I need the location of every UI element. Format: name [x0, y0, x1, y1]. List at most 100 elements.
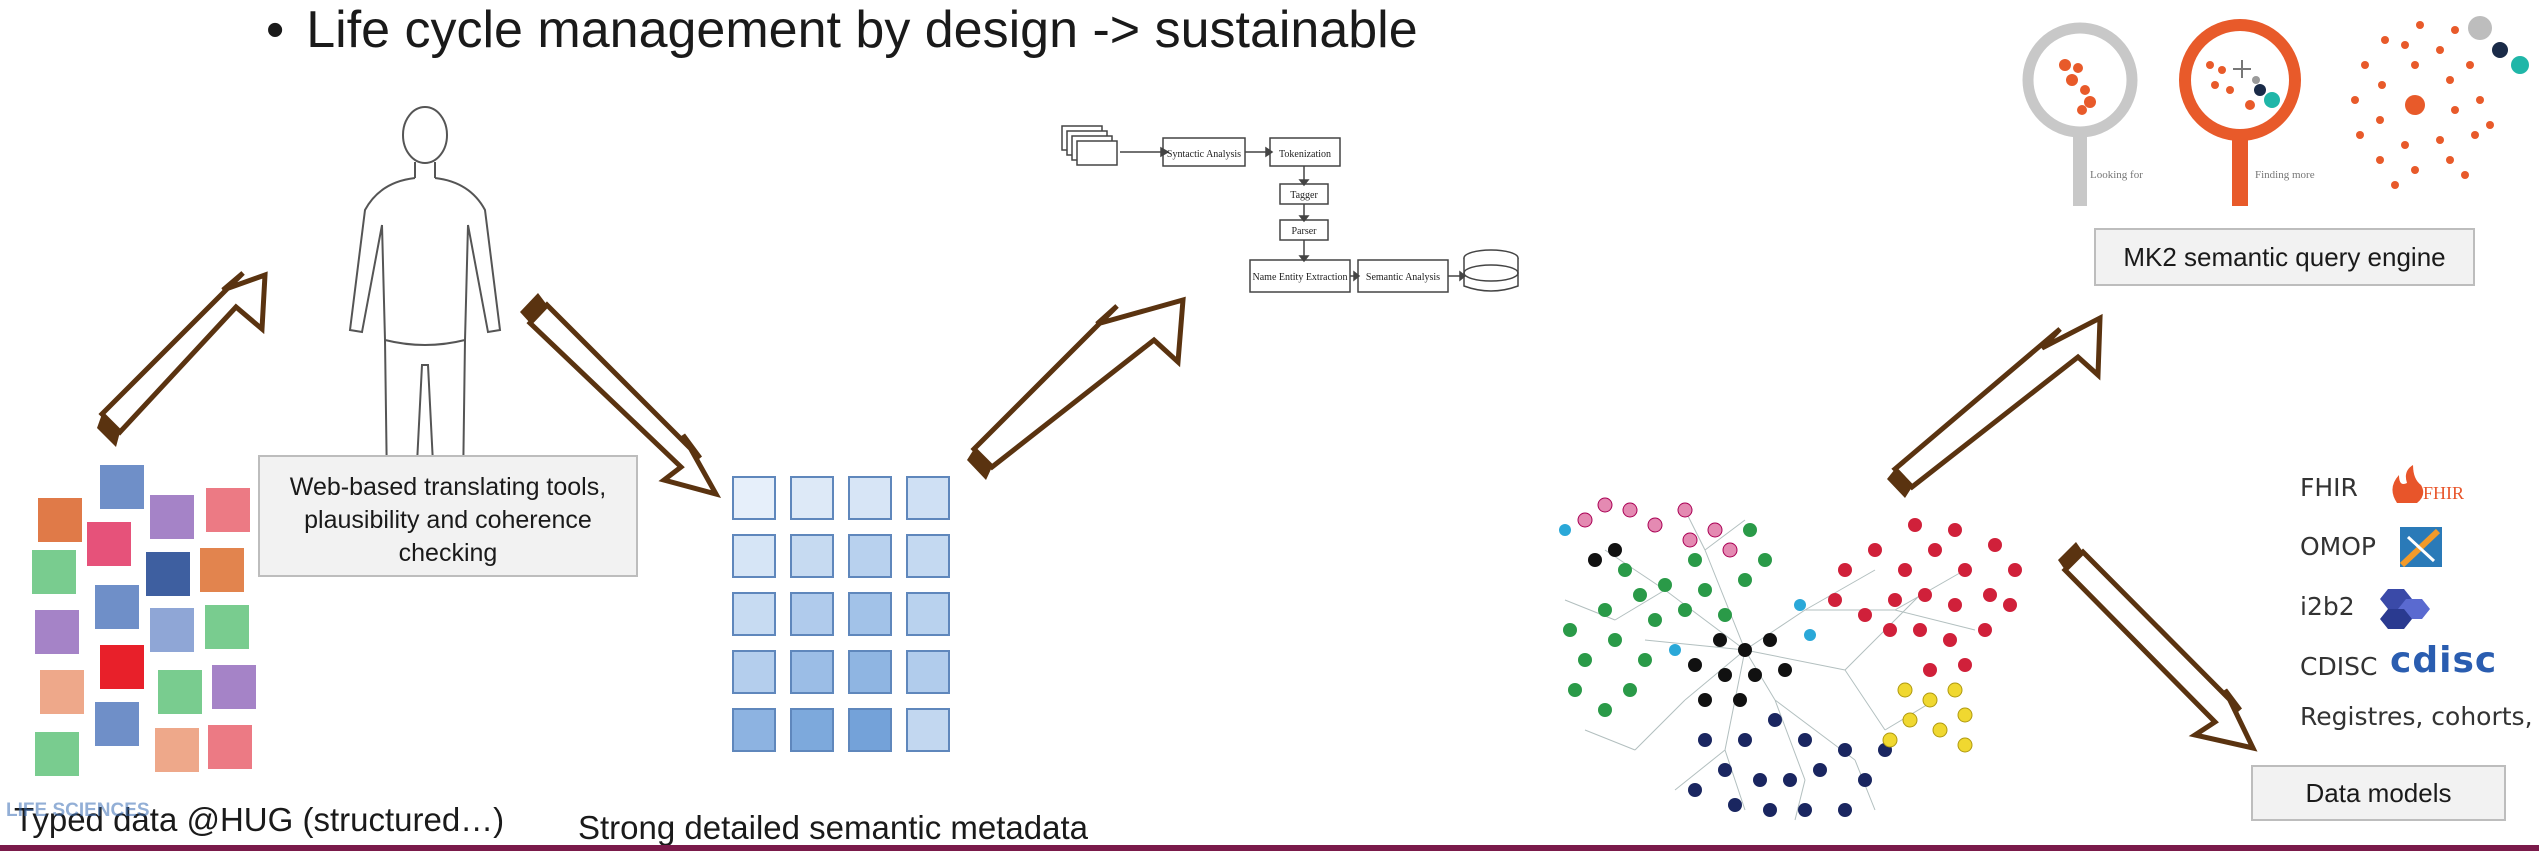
title-text: Life cycle management by design -> susta… — [306, 1, 1418, 59]
standard-registres-label: Registres, cohorts, … — [2300, 702, 2539, 731]
tile — [146, 552, 190, 596]
pipeline-label-tokenization: Tokenization — [1279, 149, 1331, 160]
cluster-pink — [1577, 497, 1738, 558]
cdisc-logo-icon: cdisc — [2390, 640, 2498, 681]
tile — [100, 465, 144, 509]
pipeline-node — [1249, 259, 1351, 293]
grid-cell — [906, 534, 950, 578]
grid-cell — [906, 650, 950, 694]
search-label-left: Looking for — [2090, 169, 2143, 181]
standard-cdisc-label: CDISC — [2300, 652, 2378, 681]
grid-cell — [848, 476, 892, 520]
grid-cell — [732, 708, 776, 752]
grid-cell — [732, 650, 776, 694]
tile — [95, 585, 139, 629]
caption-typed-data: Typed data @HUG (structured…) — [14, 801, 505, 838]
tile — [35, 732, 79, 776]
search-graphic: Looking for Finding more — [2022, 16, 2529, 206]
grid-cell — [732, 476, 776, 520]
tile — [100, 645, 144, 689]
standard-fhir: FHIR — [2300, 473, 2358, 502]
tile — [206, 488, 250, 532]
pipeline-label-parser: Parser — [1292, 226, 1318, 237]
grid-cell — [906, 476, 950, 520]
arrow-down-right-2 — [2061, 548, 2258, 752]
grid-cell — [790, 476, 834, 520]
tile — [200, 548, 244, 592]
tile — [208, 725, 252, 769]
grid-cell — [790, 592, 834, 636]
omop-logo-icon — [2399, 527, 2442, 568]
data-models-label: Data models — [2251, 765, 2506, 821]
pipeline-label-ner: Name Entity Extraction — [1253, 272, 1348, 283]
slide-title: • Life cycle management by design -> sust… — [266, 0, 1418, 60]
pipeline-node — [1162, 137, 1246, 167]
cluster-yellow — [1882, 682, 1973, 753]
tile — [150, 608, 194, 652]
cluster-navy — [1688, 713, 1892, 817]
translating-tools-callout: Web-based translating tools, plausibilit… — [258, 455, 638, 577]
tile — [87, 522, 131, 566]
tile — [95, 702, 139, 746]
standard-i2b2: i2b2 — [2300, 592, 2355, 621]
arrow-up-right-3 — [1891, 313, 2103, 491]
fhir-logo-icon: FHIR — [2392, 465, 2464, 503]
tile — [35, 610, 79, 654]
grid-cell — [848, 592, 892, 636]
standard-i2b2-label: i2b2 — [2300, 592, 2355, 621]
tile — [158, 670, 202, 714]
grid-cell — [732, 592, 776, 636]
arrow-tail-3 — [967, 449, 992, 480]
tile — [150, 495, 194, 539]
mk2-label: MK2 semantic query engine — [2094, 228, 2475, 286]
typed-data-tiles — [32, 465, 256, 776]
pipeline-label-tagger: Tagger — [1290, 190, 1318, 201]
grid-cell — [848, 650, 892, 694]
grid-cell — [790, 650, 834, 694]
cluster-cyan — [1559, 524, 1816, 656]
pipeline-node — [1357, 259, 1449, 293]
caption-semantic-metadata: Strong detailed semantic metadata — [578, 809, 1088, 846]
pipeline-label-semantic: Semantic Analysis — [1366, 272, 1440, 283]
tile — [205, 605, 249, 649]
nlp-pipeline-diagram: Syntactic Analysis Tokenization Tagger P… — [1061, 125, 1519, 293]
arrow-up-right-1 — [98, 271, 268, 436]
tile — [40, 670, 84, 714]
arrow-tail-2 — [520, 293, 547, 323]
footer-bar — [0, 845, 2539, 851]
tile — [212, 665, 256, 709]
arrow-down-right-1 — [526, 301, 722, 498]
tile — [38, 498, 82, 542]
grid-cell — [848, 708, 892, 752]
standard-omop: OMOP — [2300, 532, 2376, 561]
standard-fhir-label: FHIR — [2300, 473, 2358, 502]
standard-omop-label: OMOP — [2300, 532, 2377, 561]
grid-cell — [790, 534, 834, 578]
i2b2-logo-icon — [2380, 589, 2430, 629]
cluster-black — [1588, 543, 1792, 707]
dot-teal — [2511, 56, 2529, 74]
grid-cell — [732, 534, 776, 578]
standard-registres: Registres, cohorts, … — [2300, 702, 2539, 731]
dot-cluster — [2351, 21, 2494, 189]
title-bullet: • — [266, 1, 285, 59]
knowledge-network-graph — [1559, 497, 2022, 821]
database-icon — [1463, 249, 1519, 292]
tile — [32, 550, 76, 594]
arrow-tail-5 — [2058, 542, 2083, 570]
tile — [155, 728, 199, 772]
grid-cell — [848, 534, 892, 578]
cluster-green — [1563, 523, 1772, 717]
grid-cell — [906, 592, 950, 636]
grid-cell — [790, 708, 834, 752]
grid-cell — [906, 708, 950, 752]
arrow-tail-1 — [97, 414, 120, 447]
arrow-tail-4 — [1887, 469, 1912, 498]
pipeline-label-syntactic: Syntactic Analysis — [1167, 149, 1241, 160]
magnifier-right-icon — [2179, 19, 2301, 206]
semantic-metadata-grid — [732, 476, 950, 752]
search-label-right: Finding more — [2255, 169, 2315, 181]
life-sciences-logo: LIFE SCIENCES — [6, 800, 150, 821]
cluster-red — [1828, 518, 2022, 677]
